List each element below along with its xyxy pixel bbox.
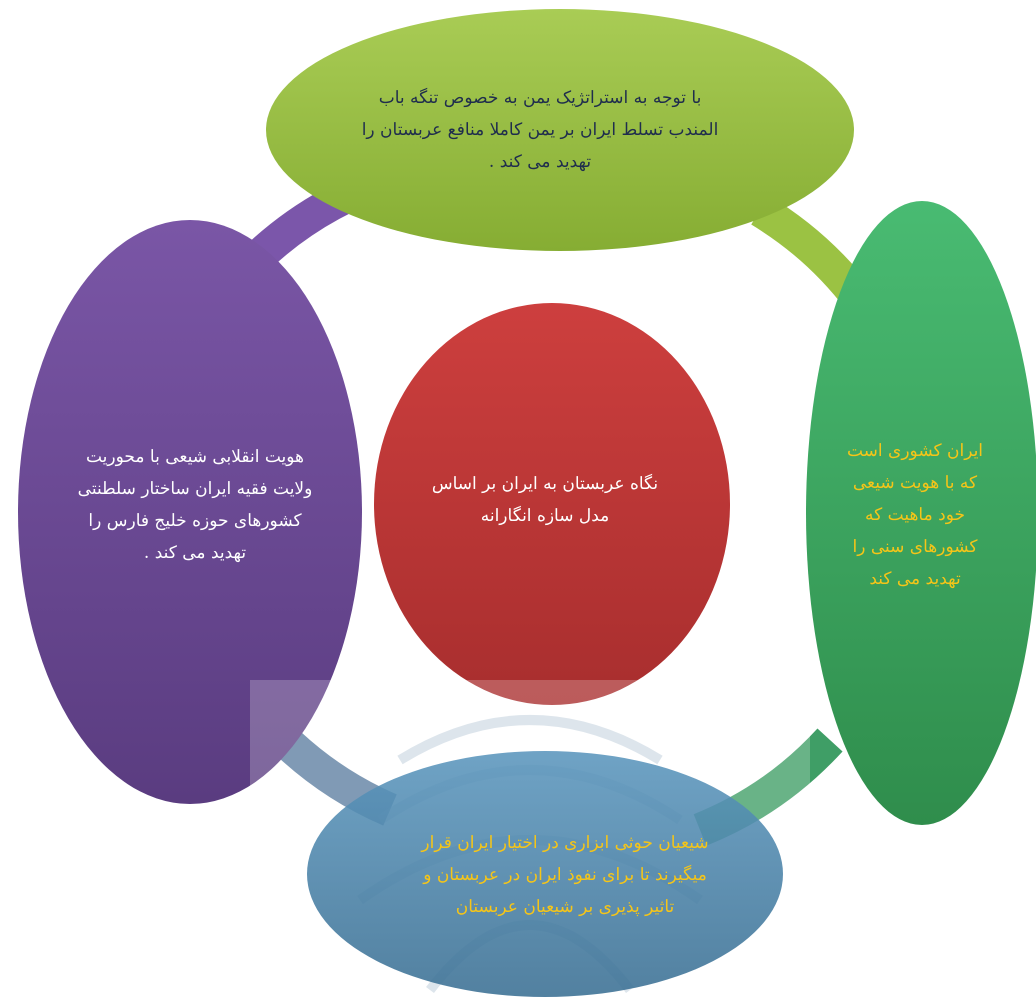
node-left-line-3: کشورهای حوزه خلیج فارس را (88, 511, 302, 531)
node-left-text: هویت انقلابی شیعی با محوریت ولایت فقیه ا… (30, 425, 360, 585)
node-bottom-line-1: شیعیان حوثی ابزاری در اختیار ایران قرار (421, 833, 709, 853)
node-top-text: با توجه به استراتژیک یمن به خصوص تنگه با… (330, 75, 750, 185)
node-left-line-2: ولایت فقیه ایران ساختار سلطنتی (77, 479, 313, 499)
node-top-line-3: تهدید می کند . (488, 152, 592, 172)
node-center-text: نگاه عربستان به ایران بر اساس مدل سازه ا… (400, 460, 690, 540)
node-bottom-line-2: میگیرند تا برای نفوذ ایران در عربستان و (423, 865, 707, 885)
node-right-line-3: خود ماهیت که (865, 505, 965, 525)
node-right-text: ایران کشوری است که با هویت شیعی خود ماهی… (815, 420, 1015, 610)
node-right-line-2: که با هویت شیعی (852, 473, 978, 493)
node-top (266, 9, 854, 251)
node-bottom-line-3: تاثیر پذیری بر شیعیان عربستان (455, 897, 675, 917)
node-left-line-4: تهدید می کند . (143, 543, 247, 563)
node-bottom-text: شیعیان حوثی ابزاری در اختیار ایران قرار … (350, 820, 780, 930)
node-right (806, 201, 1036, 825)
node-right-line-4: کشورهای سنی را (852, 537, 978, 557)
node-top-line-1: با توجه به استراتژیک یمن به خصوص تنگه با… (378, 88, 702, 108)
node-right-line-1: ایران کشوری است (846, 441, 984, 461)
node-center-line-1: نگاه عربستان به ایران بر اساس (431, 474, 659, 494)
node-center-line-2: مدل سازه انگارانه (480, 506, 610, 526)
node-right-line-5: تهدید می کند (869, 569, 961, 589)
node-left-line-1: هویت انقلابی شیعی با محوریت (85, 447, 305, 467)
node-left (18, 220, 362, 804)
node-center (374, 303, 730, 705)
node-top-line-2: المندب تسلط ایران بر یمن کاملا منافع عرب… (361, 120, 719, 140)
node-bottom (307, 751, 783, 997)
